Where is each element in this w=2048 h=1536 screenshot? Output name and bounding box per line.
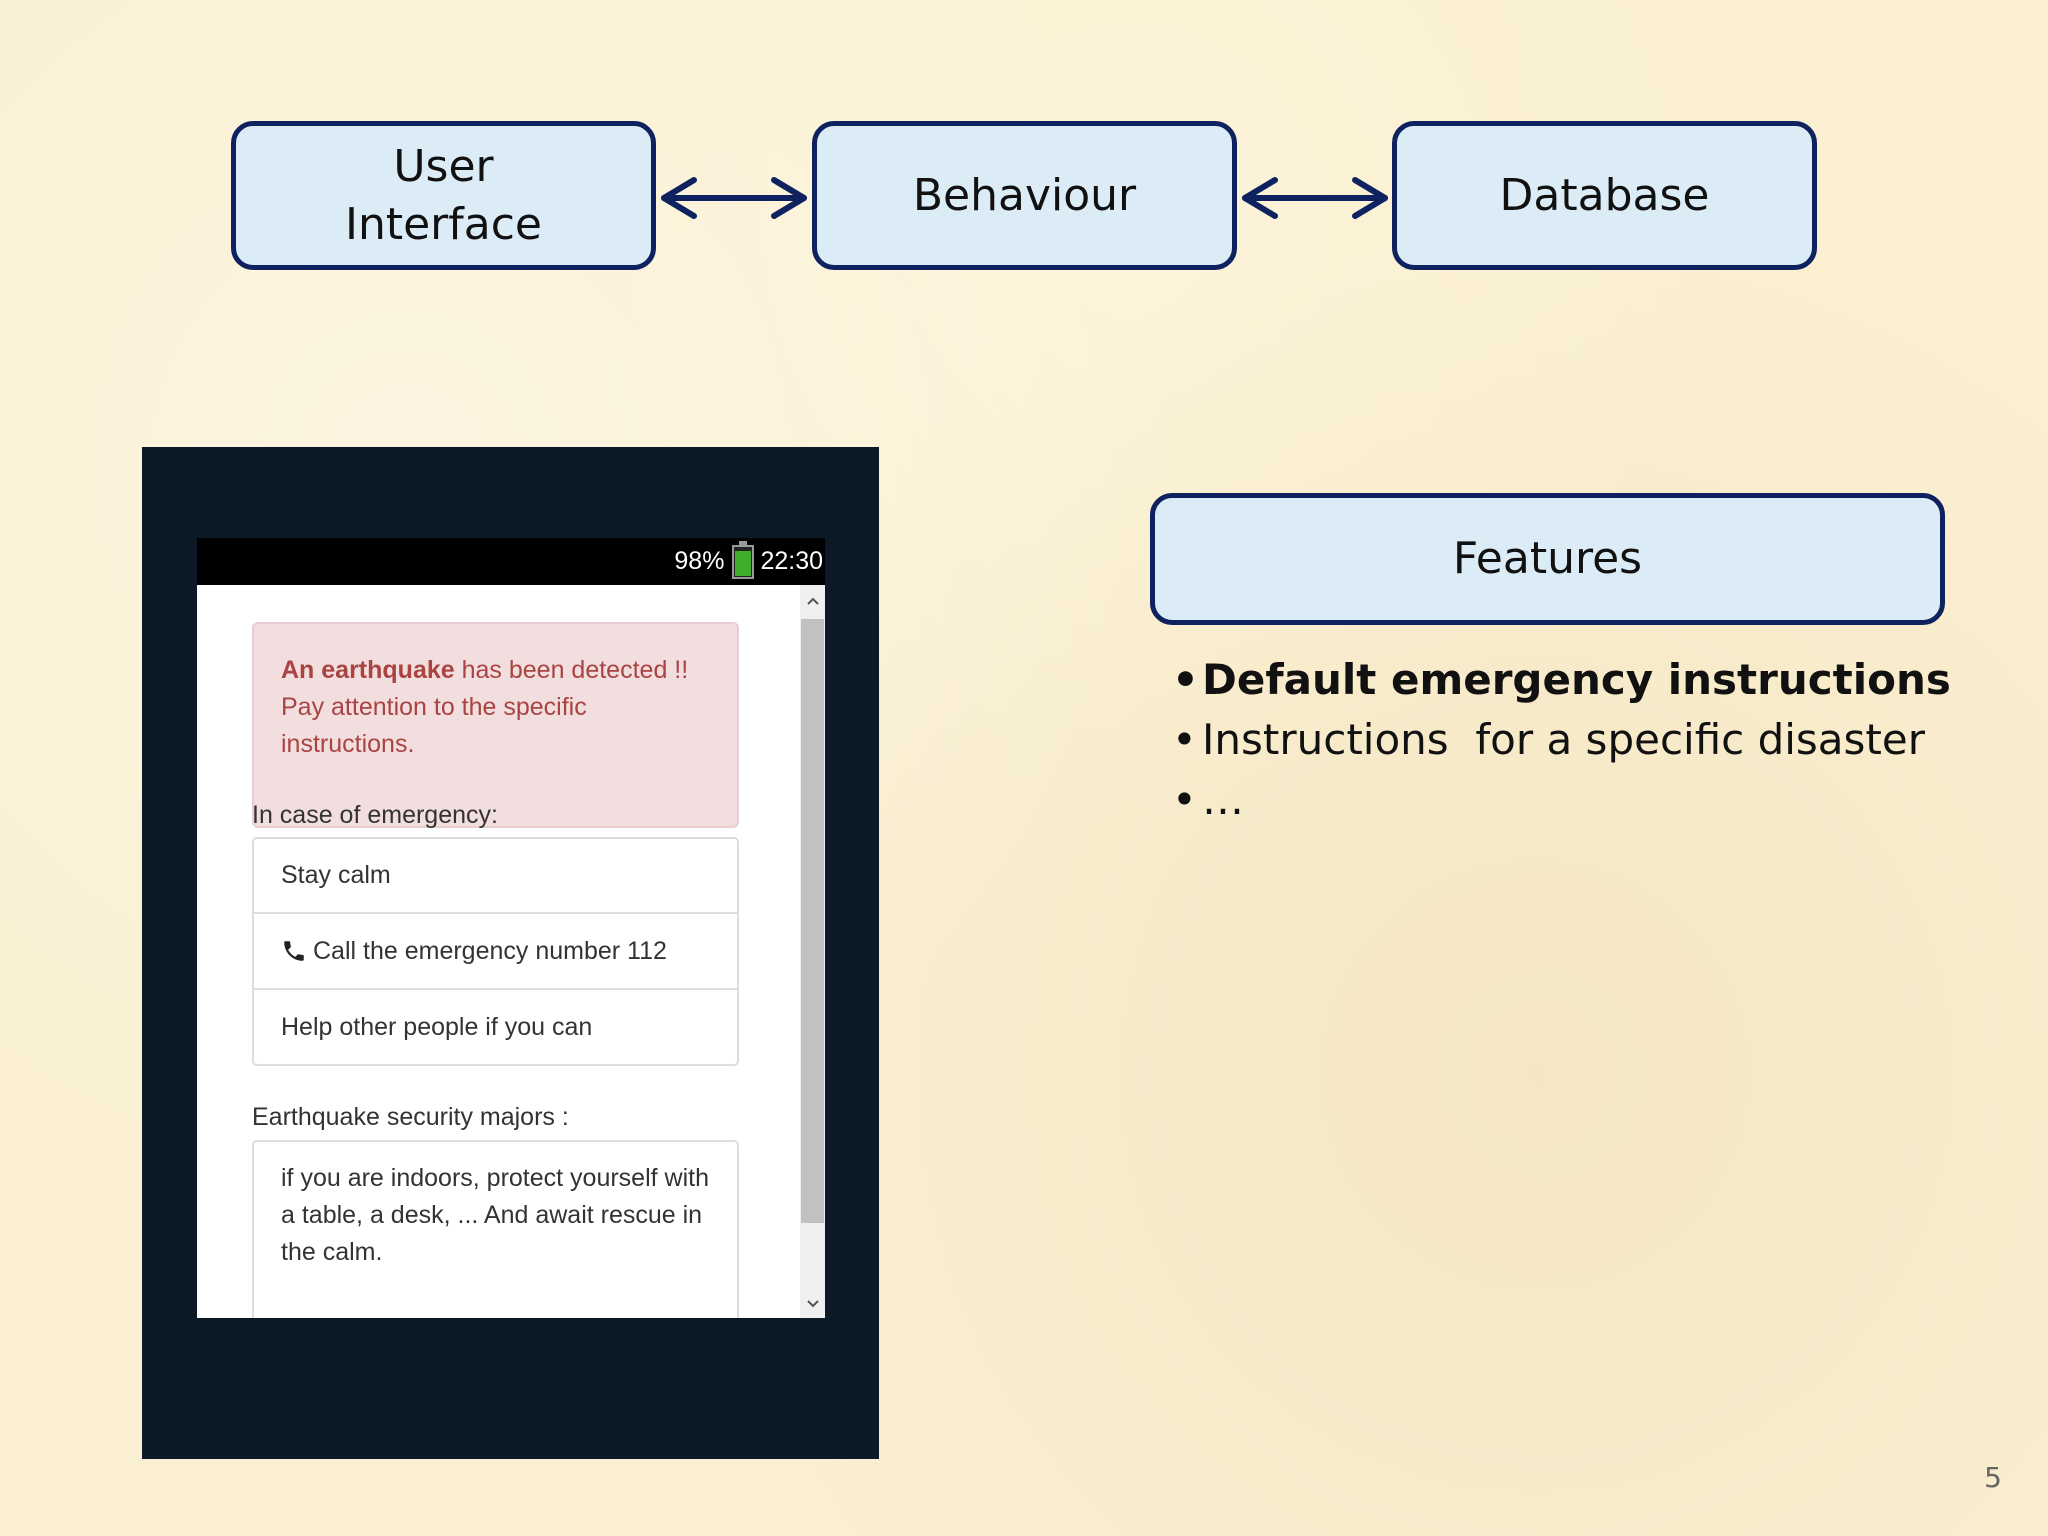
- list-item: Stay calm: [254, 839, 737, 914]
- bullet-item: • …: [1172, 770, 1951, 830]
- bullet-text: …: [1202, 775, 1244, 824]
- phone-screenshot: 98% 22:30 An earthquake has been detecte…: [142, 447, 879, 1459]
- database-label: Database: [1499, 169, 1710, 221]
- earthquake-alert: An earthquake has been detected !! Pay a…: [252, 622, 739, 828]
- feature-bullet-list: • Default emergency instructions • Instr…: [1172, 650, 1951, 830]
- page-number: 5: [1984, 1461, 2002, 1494]
- list-item-text: Call the emergency number 112: [313, 936, 667, 965]
- list-item-text: Help other people if you can: [281, 1012, 593, 1041]
- features-title: Features: [1452, 533, 1643, 584]
- features-box: Features: [1150, 493, 1945, 625]
- database-box: Database: [1392, 121, 1817, 270]
- list-item-text: if you are indoors, protect yourself wit…: [281, 1164, 709, 1266]
- clock: 22:30: [760, 547, 823, 575]
- earthquake-heading: Earthquake security majors :: [252, 1103, 569, 1131]
- scroll-down-icon[interactable]: [800, 1290, 825, 1318]
- list-item: Help other people if you can: [254, 990, 737, 1064]
- bullet-dot: •: [1172, 775, 1197, 824]
- bullet-text: Instructions for a specific disaster: [1202, 715, 1926, 764]
- user-interface-label: User Interface: [345, 140, 542, 250]
- behaviour-label: Behaviour: [912, 169, 1137, 221]
- double-arrow-icon: [661, 177, 807, 219]
- phone-screen: 98% 22:30 An earthquake has been detecte…: [197, 538, 825, 1318]
- scroll-up-icon[interactable]: [800, 587, 825, 615]
- bullet-dot: •: [1172, 715, 1197, 764]
- emergency-heading: In case of emergency:: [252, 801, 498, 829]
- bullet-item: • Instructions for a specific disaster: [1172, 710, 1951, 770]
- user-interface-box: User Interface: [231, 121, 656, 270]
- bullet-item: • Default emergency instructions: [1172, 650, 1951, 710]
- phone-icon: [284, 941, 304, 961]
- battery-percent: 98%: [674, 547, 725, 575]
- behaviour-box: Behaviour: [812, 121, 1237, 270]
- diagram-arrows: [661, 177, 1388, 219]
- emergency-list: Stay calm Call the emergency number 112 …: [252, 837, 739, 1066]
- status-bar: 98% 22:30: [197, 538, 825, 585]
- alert-text: has been detected !!: [454, 656, 689, 684]
- double-arrow-icon: [1242, 177, 1388, 219]
- alert-bold-text: An earthquake: [281, 656, 455, 684]
- list-item[interactable]: Call the emergency number 112: [254, 914, 737, 990]
- earthquake-list: if you are indoors, protect yourself wit…: [252, 1140, 739, 1318]
- bullet-dot: •: [1172, 655, 1199, 704]
- scrollbar[interactable]: [800, 585, 825, 1318]
- list-item: if you are indoors, protect yourself wit…: [254, 1142, 737, 1294]
- alert-instruction: Pay attention to the specific instructio…: [281, 693, 587, 758]
- battery-icon: [732, 540, 755, 579]
- bullet-text: Default emergency instructions: [1202, 655, 1951, 704]
- list-item-text: Stay calm: [281, 861, 391, 889]
- scroll-thumb[interactable]: [801, 619, 824, 1223]
- app-content[interactable]: An earthquake has been detected !! Pay a…: [197, 585, 800, 1318]
